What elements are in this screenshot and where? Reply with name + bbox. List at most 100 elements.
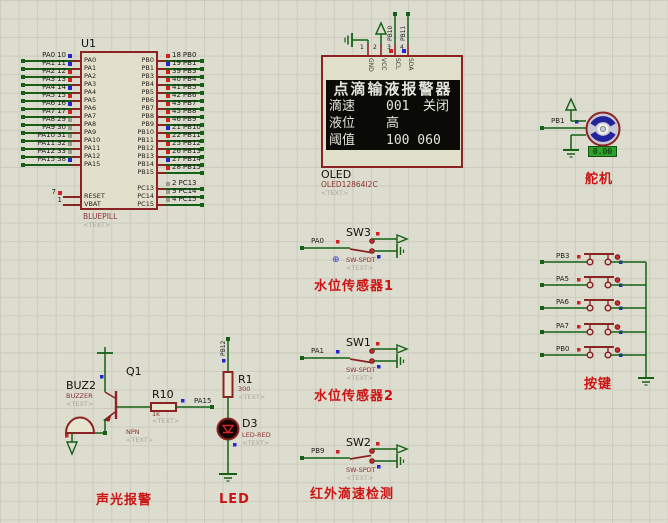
net-label: PC13 — [178, 179, 197, 187]
state-indicator — [68, 77, 72, 82]
state-indicator — [166, 53, 170, 58]
oled-pin-number: 1 — [360, 44, 364, 51]
wire — [23, 132, 72, 134]
pin-stub — [158, 84, 166, 86]
origin-marker-icon: ⊕ — [332, 255, 340, 265]
oled-screen — [326, 80, 460, 150]
pin-stub — [72, 84, 80, 86]
state-indicator — [166, 133, 170, 138]
pin-number: 3 — [172, 187, 177, 195]
state-indicator — [166, 109, 170, 114]
button-net-label: PA5 — [556, 275, 570, 283]
pin-number: 10 — [57, 51, 66, 59]
button-net-label: PA6 — [556, 298, 570, 306]
wire — [23, 148, 72, 150]
spdt-switch[interactable] — [296, 230, 412, 272]
oled-screen-row-label: 阈值 — [329, 133, 356, 148]
alarm-net-label: PA15 — [194, 397, 212, 405]
led-diode-part-label: LED-RED — [242, 431, 271, 439]
pin-name: PC13 — [137, 184, 154, 192]
transistor-ref: Q1 — [126, 365, 142, 378]
state-indicator — [68, 93, 72, 98]
state-indicator — [166, 69, 170, 74]
net-label: PA6 — [42, 99, 56, 107]
terminal-icon — [200, 187, 204, 191]
pin-number: 29 — [57, 115, 66, 123]
oled-screen-row-label: 滴速 — [329, 99, 356, 114]
pin-name: PB8 — [141, 112, 154, 120]
pin-name: PA5 — [84, 96, 97, 104]
pin-stub — [72, 140, 80, 142]
buzzer-ref: BUZ2 — [66, 379, 96, 392]
oled-pin-number: 2 — [373, 44, 377, 51]
net-label: PB15 — [182, 163, 201, 171]
pin-stub — [158, 140, 166, 142]
terminal-icon — [200, 107, 204, 111]
net-label: PB8 — [182, 107, 197, 115]
pin-number: 30 — [57, 123, 66, 131]
switch-text-placeholder: <TEXT> — [346, 474, 374, 482]
net-label: PB12 — [182, 139, 201, 147]
wire — [166, 84, 202, 86]
state-indicator — [166, 117, 170, 122]
buzzer-part-label: BUZZER — [66, 392, 93, 400]
servo-motor[interactable] — [538, 92, 638, 164]
oled-text-placeholder: <TEXT> — [321, 189, 349, 197]
pin-name: PB10 — [137, 128, 154, 136]
pin-name: PB12 — [137, 144, 154, 152]
switch-net-label: PA0 — [311, 237, 325, 245]
mcu-pin-name-vbat: VBAT — [84, 200, 101, 208]
pin-stub — [158, 148, 166, 150]
wire — [23, 84, 72, 86]
oled-screen-row-extra: 关闭 — [423, 99, 450, 114]
pin-number: 7 — [51, 188, 56, 196]
wire — [166, 76, 202, 78]
net-label: PB11 — [182, 131, 201, 139]
wire — [166, 68, 202, 70]
terminal-icon — [200, 59, 204, 63]
pin-name: PA15 — [84, 160, 101, 168]
transistor-part-label: NPN — [126, 428, 140, 436]
terminal-icon — [200, 123, 204, 127]
pin-name: PB1 — [141, 64, 154, 72]
pin-number: 43 — [172, 99, 181, 107]
net-label: PB10 — [182, 123, 201, 131]
led-circuit — [208, 330, 278, 488]
pin-stub — [72, 148, 80, 150]
wire — [23, 116, 72, 118]
state-indicator — [166, 125, 170, 130]
spdt-switch[interactable] — [296, 340, 412, 382]
wire — [166, 148, 202, 150]
switch-ref: SW1 — [346, 336, 371, 349]
terminal-icon — [200, 163, 204, 167]
pin-stub — [158, 76, 166, 78]
state-indicator — [166, 141, 170, 146]
terminal-icon — [200, 115, 204, 119]
mcu-chip[interactable] — [80, 51, 158, 210]
pin-number: 15 — [57, 91, 66, 99]
pin-number: 21 — [172, 123, 181, 131]
pin-name: PA11 — [84, 144, 101, 152]
state-indicator — [166, 61, 170, 66]
state-indicator — [402, 49, 406, 53]
spdt-switch[interactable] — [296, 440, 412, 482]
switch-text-placeholder: <TEXT> — [346, 264, 374, 272]
button-net-label: PB0 — [556, 345, 570, 353]
net-label: PB7 — [182, 99, 197, 107]
pin-stub — [72, 100, 80, 102]
keypad[interactable] — [538, 246, 668, 392]
wire — [166, 172, 202, 174]
state-indicator — [166, 197, 170, 202]
net-label: PB5 — [182, 83, 197, 91]
net-label: PB9 — [182, 115, 197, 123]
net-label: PB14 — [182, 155, 201, 163]
state-indicator — [68, 53, 72, 58]
pin-number: 28 — [172, 163, 181, 171]
net-label: PA4 — [42, 83, 56, 91]
